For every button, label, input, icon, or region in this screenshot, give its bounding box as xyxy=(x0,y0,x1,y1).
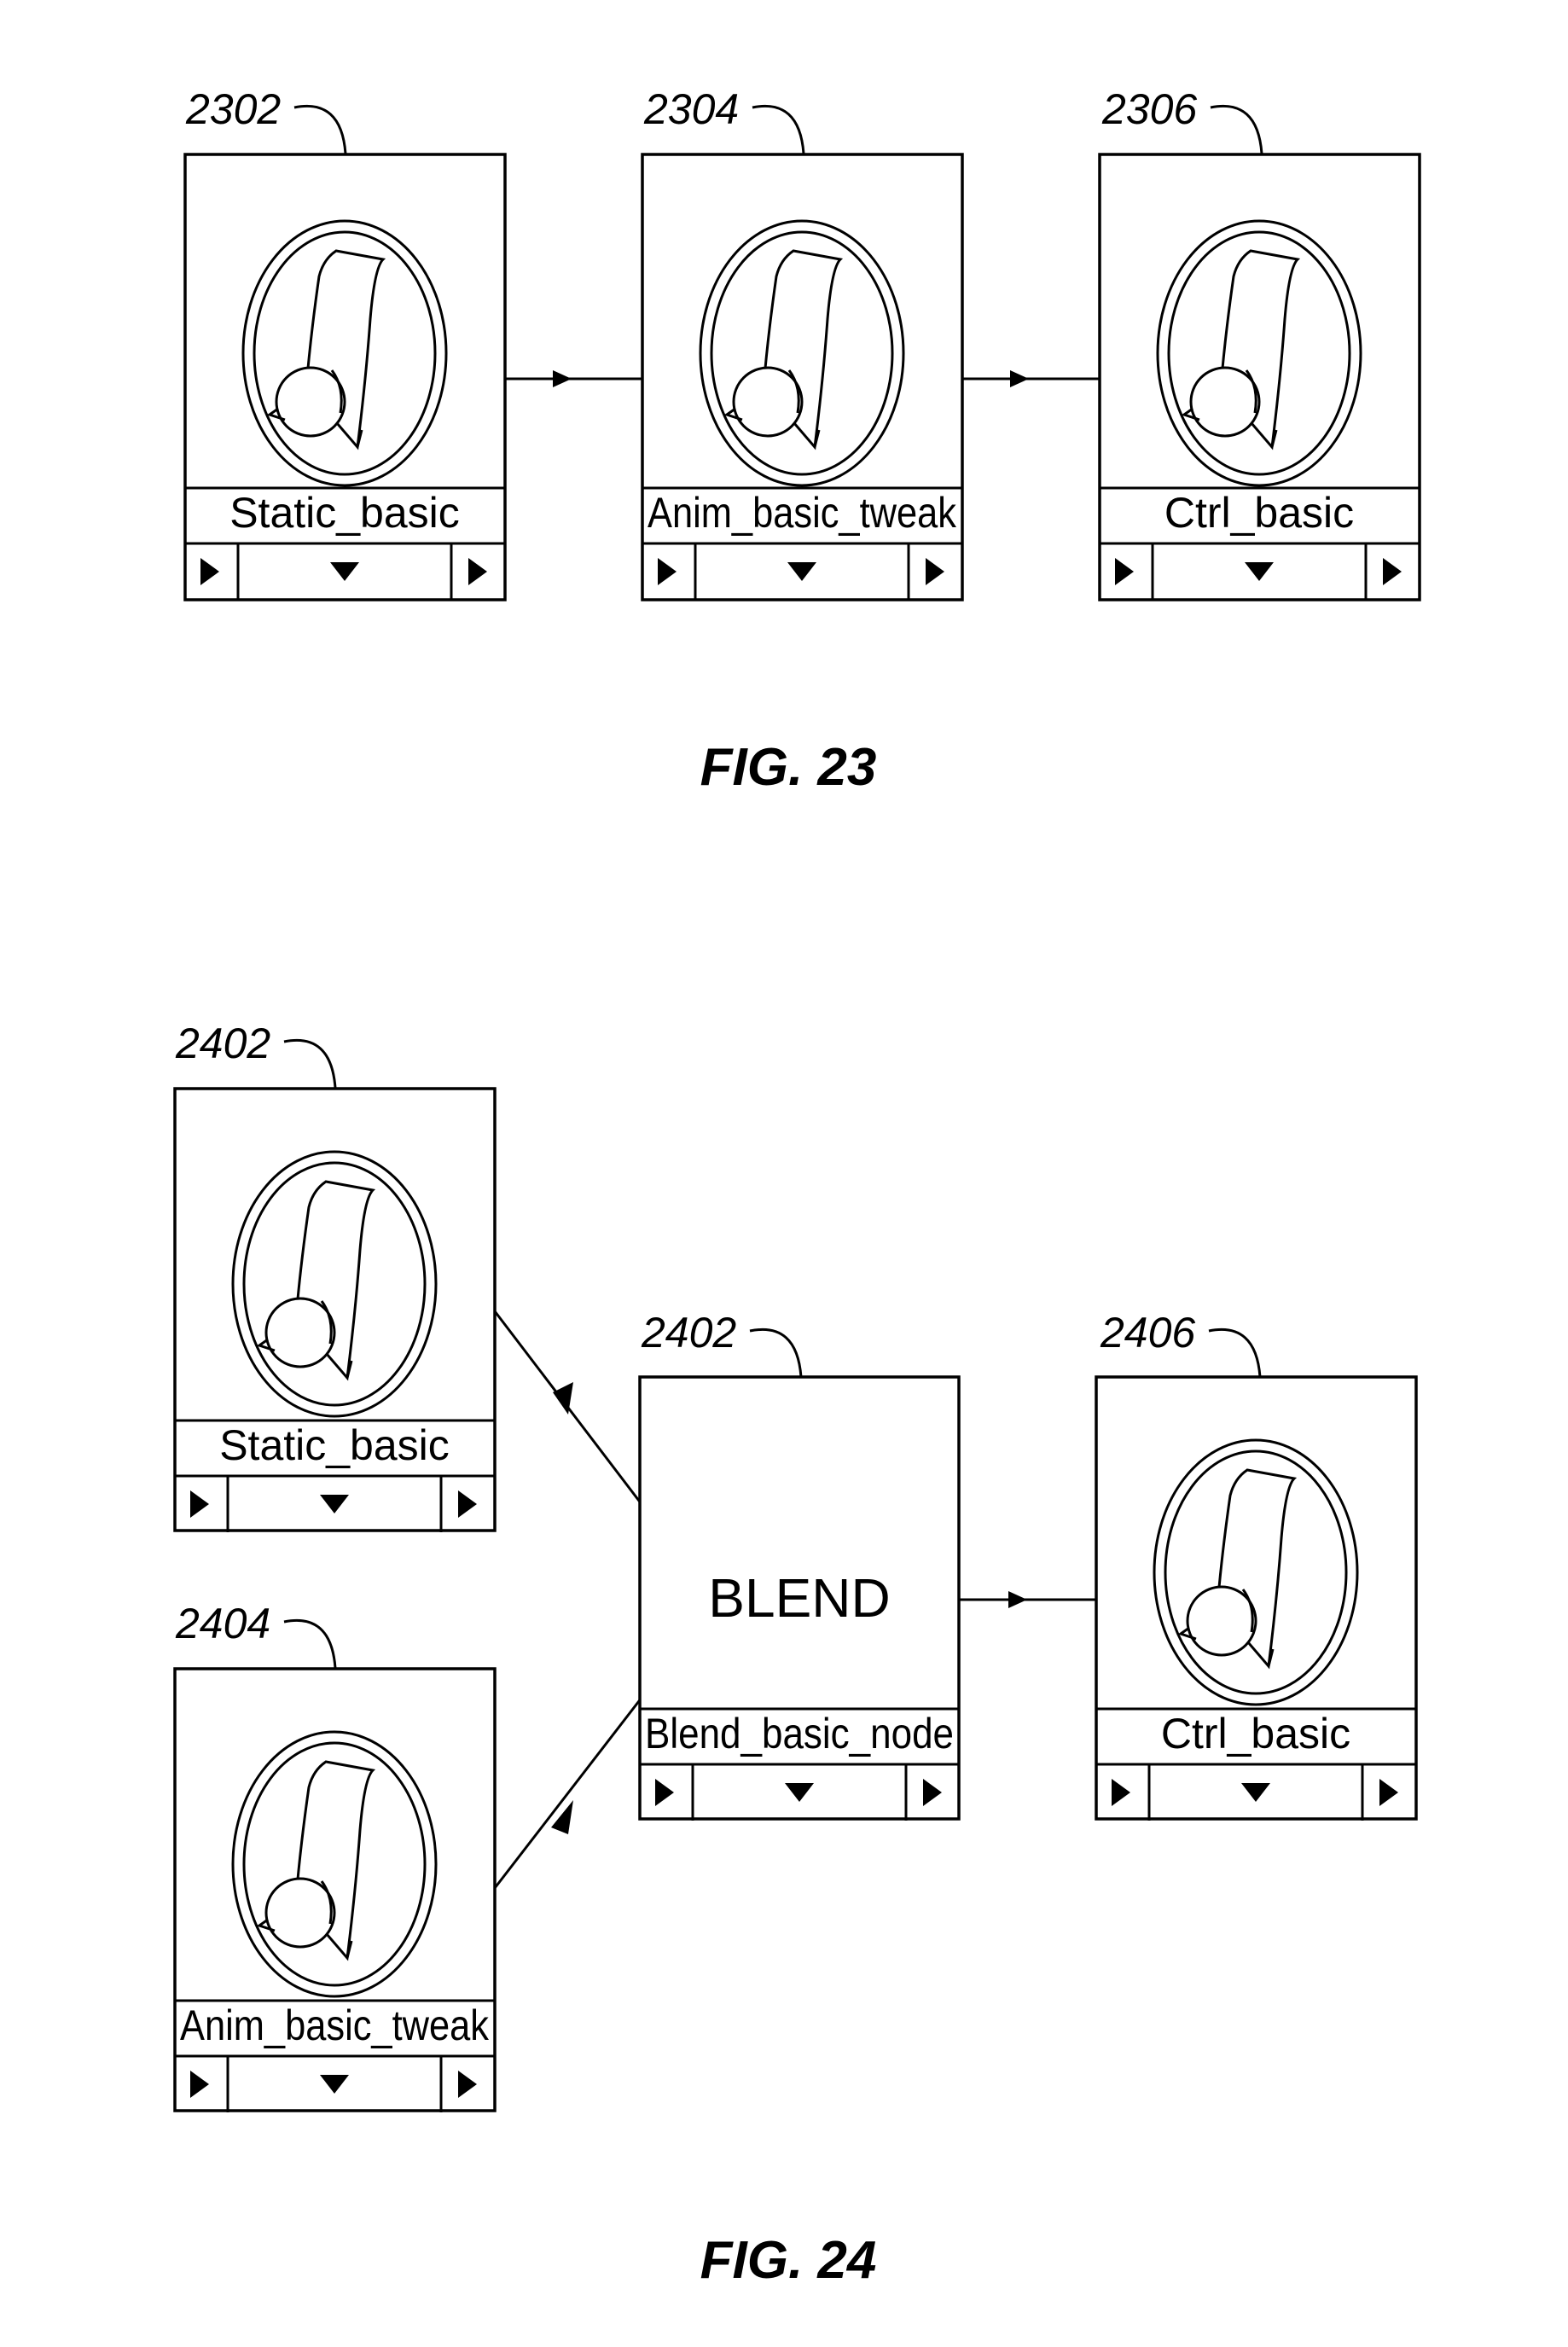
leader-line xyxy=(283,1039,337,1089)
ref-label: 2306 xyxy=(1101,85,1197,133)
node-card xyxy=(1098,153,1421,601)
figure-caption: FIG. 24 xyxy=(700,2231,877,2290)
ref-label: 2404 xyxy=(175,1600,270,1647)
node-name: Ctrl_basic xyxy=(1164,489,1354,537)
node-name: Anim_basic_tweak xyxy=(648,489,957,537)
play-icon[interactable] xyxy=(200,558,219,585)
arrowhead xyxy=(553,1382,573,1415)
leader-line xyxy=(1208,1328,1262,1378)
ref-label: 2402 xyxy=(175,1020,270,1067)
node-2304[interactable]: 2304 Anim_basic_tweak xyxy=(641,85,964,601)
leader-line xyxy=(1210,105,1263,154)
arrowhead xyxy=(553,370,572,387)
leader-line xyxy=(293,105,347,154)
node-name: Anim_basic_tweak xyxy=(180,2001,490,2049)
node-blend[interactable]: 2402 BLEND Blend_basic_node xyxy=(638,1309,961,1822)
play-icon[interactable] xyxy=(1112,1779,1130,1806)
node-card xyxy=(641,153,964,601)
node-2404[interactable]: 2404 Anim_basic_tweak xyxy=(173,1600,497,2114)
dropdown-icon[interactable] xyxy=(320,2075,349,2094)
arrowhead xyxy=(551,1800,573,1834)
ref-label: 2406 xyxy=(1100,1309,1195,1356)
node-name: Blend_basic_node xyxy=(645,1710,954,1757)
next-icon[interactable] xyxy=(1383,558,1402,585)
next-icon[interactable] xyxy=(1379,1779,1398,1806)
play-icon[interactable] xyxy=(190,1490,209,1518)
node-2406[interactable]: 2406 Ctrl_basic xyxy=(1095,1309,1418,1822)
dropdown-icon[interactable] xyxy=(787,562,816,581)
play-icon[interactable] xyxy=(655,1779,674,1806)
next-icon[interactable] xyxy=(926,558,944,585)
figure-24: 2402 Static_basic 2404 Anim_basic_tweak xyxy=(173,1020,1418,2290)
play-icon[interactable] xyxy=(1115,558,1134,585)
dropdown-icon[interactable] xyxy=(330,562,359,581)
play-icon[interactable] xyxy=(190,2071,209,2098)
arrowhead xyxy=(1010,370,1029,387)
node-name: Static_basic xyxy=(219,1421,450,1469)
node-2302[interactable]: 2302 Static_basic xyxy=(183,85,507,601)
dropdown-icon[interactable] xyxy=(1241,1783,1270,1802)
ref-label: 2304 xyxy=(643,85,739,133)
play-icon[interactable] xyxy=(658,558,677,585)
leader-line xyxy=(749,1328,803,1378)
next-icon[interactable] xyxy=(458,1490,477,1518)
figure-23: 2302 Static_basic 2304 Anim_basic_tweak xyxy=(183,85,1421,797)
node-2402[interactable]: 2402 Static_basic xyxy=(173,1020,497,1534)
node-2306[interactable]: 2306 Ctrl_basic xyxy=(1098,85,1421,601)
next-icon[interactable] xyxy=(468,558,487,585)
leader-line xyxy=(752,105,805,154)
dropdown-icon[interactable] xyxy=(1245,562,1274,581)
edge-2404-blend xyxy=(493,1697,643,1889)
arrowhead xyxy=(1008,1591,1027,1608)
leader-line xyxy=(283,1619,337,1669)
dropdown-icon[interactable] xyxy=(785,1783,814,1802)
node-name: Static_basic xyxy=(229,489,460,537)
next-icon[interactable] xyxy=(458,2071,477,2098)
dropdown-icon[interactable] xyxy=(320,1495,349,1513)
figure-caption: FIG. 23 xyxy=(700,738,877,797)
ref-label: 2302 xyxy=(185,85,281,133)
node-name: Ctrl_basic xyxy=(1161,1710,1350,1757)
ref-label: 2402 xyxy=(641,1309,736,1356)
blend-title: BLEND xyxy=(708,1567,890,1629)
node-card xyxy=(638,1375,961,1821)
node-card xyxy=(183,153,507,601)
next-icon[interactable] xyxy=(923,1779,942,1806)
